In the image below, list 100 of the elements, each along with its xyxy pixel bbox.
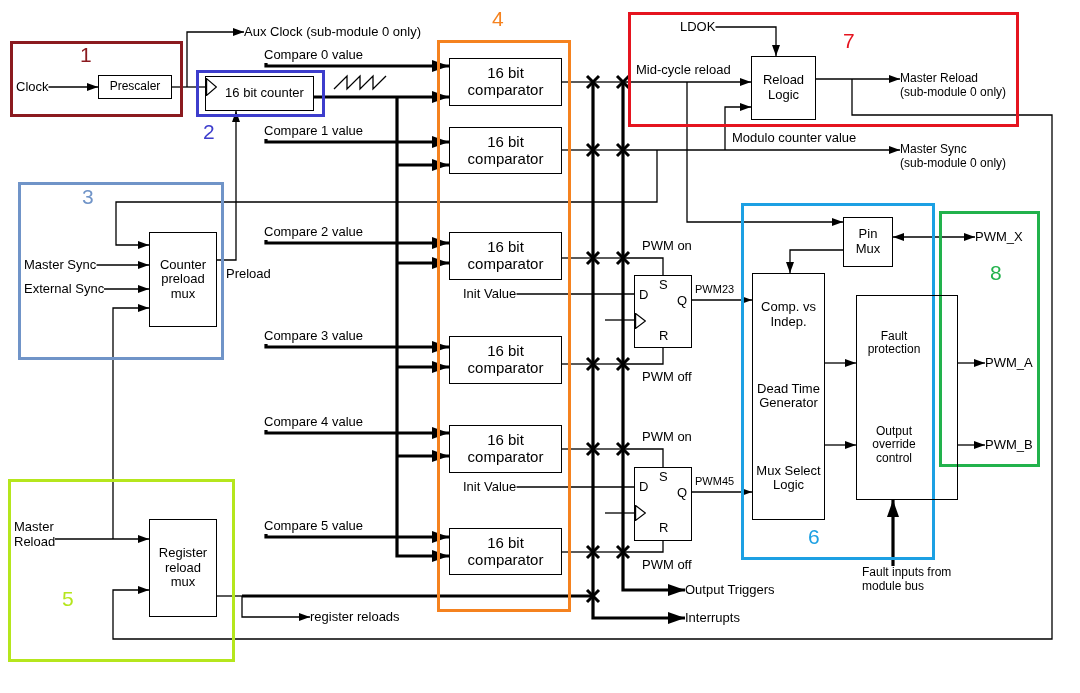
signal-name: Compare 3 value [264, 329, 363, 344]
arrow [397, 361, 449, 373]
signal-line [622, 347, 664, 365]
arrow [186, 28, 245, 88]
signal-name: Interrupts [685, 611, 740, 626]
arrow [397, 159, 449, 171]
arrow [264, 237, 449, 249]
arrow [241, 595, 311, 621]
signal-name: Compare 2 value [264, 225, 363, 240]
arrow [957, 359, 986, 367]
signal-line [815, 78, 853, 80]
arrow [691, 296, 753, 304]
pin-label: D [639, 480, 649, 495]
arrow [686, 81, 844, 226]
block-label: Prescaler [109, 80, 161, 94]
arrow [264, 60, 449, 72]
signal-name: Fault inputs from module bus [862, 566, 962, 594]
bus-line [242, 594, 593, 598]
block-label: Reload Logic [761, 73, 806, 103]
arrow [851, 75, 901, 83]
block-label: Output override control [871, 424, 917, 466]
signal-name: register reloads [310, 610, 400, 625]
arrow [112, 535, 150, 543]
signal-line [186, 86, 206, 88]
signal-line [561, 81, 594, 83]
bus-line [591, 150, 595, 258]
mux-block [149, 232, 217, 327]
pin-label: R [659, 329, 669, 344]
bus-line [621, 364, 625, 449]
signal-name: Clock [16, 80, 49, 95]
arrow [103, 285, 150, 293]
block-label: 16 bit comparator [466, 133, 545, 168]
highlight-frame [939, 211, 1040, 467]
arrow [957, 441, 986, 449]
signal-line [622, 448, 664, 468]
flip-flop-symbol [634, 467, 692, 541]
arrow [397, 91, 449, 103]
bus-line [591, 552, 595, 596]
signal-name: Master Sync [24, 258, 97, 273]
signal-line [604, 319, 635, 321]
bus-line [591, 258, 595, 364]
signal-line [592, 149, 624, 151]
signal-label: PWM on [642, 430, 692, 445]
signal-name: Compare 0 value [264, 48, 363, 63]
block-label: 16 bit comparator [466, 432, 545, 466]
pin-label: Q [677, 486, 688, 501]
arrow [264, 531, 449, 543]
bus-line [591, 449, 595, 552]
comparator-block [449, 528, 562, 575]
arrow [691, 488, 753, 496]
bus-line [395, 165, 399, 263]
block-label: Register reload mux [157, 546, 209, 590]
signal-name: LDOK [680, 20, 716, 35]
frame-number: 4 [492, 8, 504, 29]
block-label: 16 bit comparator [466, 343, 545, 377]
frame-number: 1 [80, 44, 92, 65]
signal-line [622, 81, 688, 83]
signal-line [561, 149, 594, 151]
frame-number: 2 [203, 121, 215, 142]
bus-line [395, 263, 399, 367]
highlight-frame [10, 41, 183, 117]
signal-line [561, 363, 594, 365]
signal-line [561, 257, 594, 259]
prescaler-block [98, 75, 172, 99]
arrow [686, 78, 752, 86]
arrow [264, 427, 449, 439]
signal-label: PWM off [642, 558, 692, 573]
frame-number: 3 [82, 186, 94, 207]
comparator-block [449, 232, 562, 280]
signal-line [592, 257, 624, 259]
signal-name: Output Triggers [685, 583, 775, 598]
signal-name: Compare 4 value [264, 415, 363, 430]
frame-number: 7 [843, 30, 855, 51]
signal-label: PWM23 [695, 283, 735, 296]
bus-line [591, 364, 595, 449]
flip-flop-symbol [634, 275, 692, 348]
pin-label: R [659, 521, 669, 536]
signal-label: Mid-cycle reload [636, 63, 731, 78]
mux-block [149, 519, 217, 617]
bus-line [395, 367, 399, 456]
arrow [397, 450, 449, 462]
block-label: Fault protection [866, 329, 922, 357]
arrow [887, 500, 899, 566]
signal-line [592, 81, 624, 83]
signal-name: PWM_X [975, 230, 1023, 245]
note-text: (sub-module 0 only) [900, 85, 1007, 100]
note-text: (sub-module 0 only) [900, 156, 1007, 171]
bus-line [621, 82, 625, 150]
block-label: Counter preload mux [158, 257, 208, 302]
signal-line [54, 538, 114, 540]
signal-name: Compare 1 value [264, 124, 363, 139]
highlight-frame [18, 182, 224, 360]
highlight-frame [741, 203, 935, 560]
signal-line [171, 86, 188, 88]
arrow [824, 441, 857, 449]
frame-number: 6 [808, 526, 820, 547]
block-label: Comp. vs Indep. [760, 300, 817, 330]
arrow [264, 136, 449, 148]
block-label: 16 bit comparator [466, 65, 545, 99]
signal-label: Modulo counter value [732, 131, 857, 146]
